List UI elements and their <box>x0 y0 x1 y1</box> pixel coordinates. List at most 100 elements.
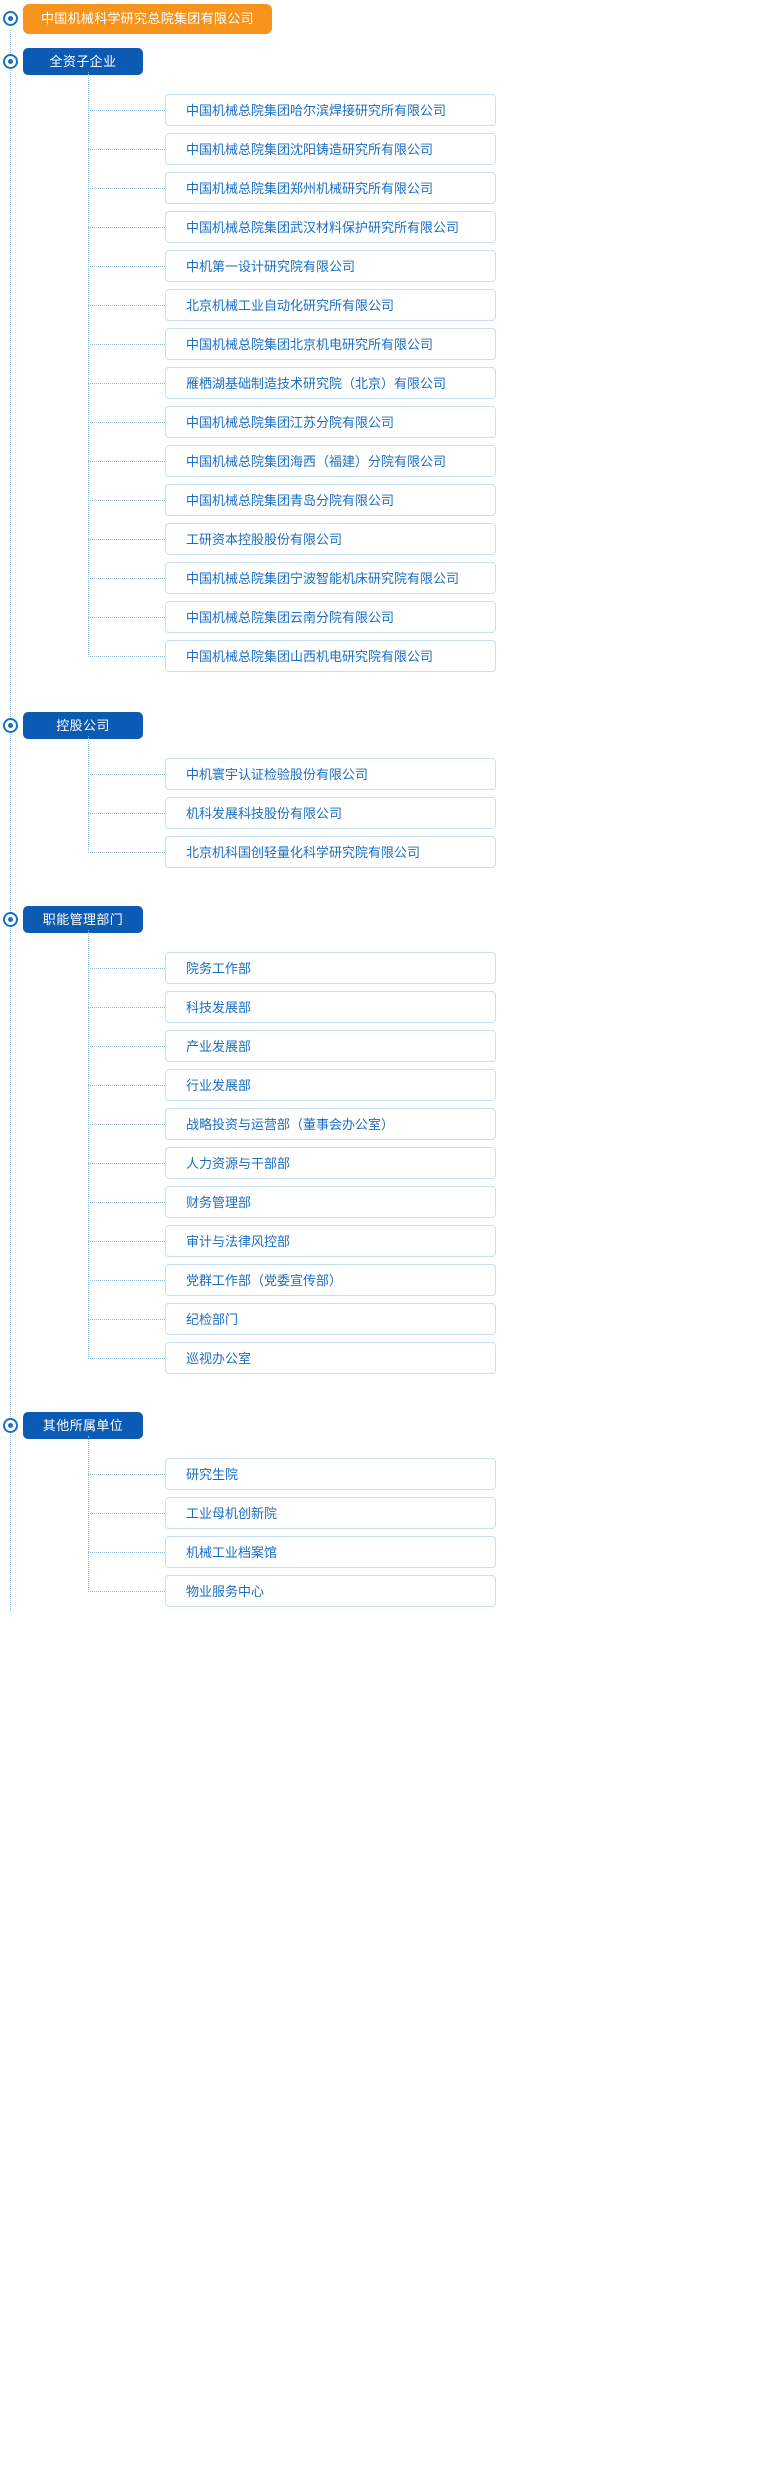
org-group-0: 全资子企业 中国机械总院集团哈尔滨焊接研究所有限公司 中国机械总院集团沈阳铸造研… <box>0 48 779 676</box>
org-group-head: 职能管理部门 <box>0 906 779 944</box>
org-child-row: 北京机械工业自动化研究所有限公司 <box>0 286 779 325</box>
org-category-node-2[interactable]: 职能管理部门 <box>23 906 143 933</box>
org-branch-connector <box>88 72 89 657</box>
org-child-card-3-0[interactable]: 研究生院 <box>165 1458 496 1490</box>
org-child-card-2-3[interactable]: 行业发展部 <box>165 1069 496 1101</box>
org-child-label: 中机寰宇认证检验股份有限公司 <box>186 767 369 782</box>
org-child-card-3-3[interactable]: 物业服务中心 <box>165 1575 496 1607</box>
org-child-card-2-10[interactable]: 巡视办公室 <box>165 1342 496 1374</box>
org-child-label: 中国机械总院集团郑州机械研究所有限公司 <box>186 181 434 196</box>
org-category-label: 职能管理部门 <box>42 912 124 927</box>
org-leader-connector <box>88 305 165 306</box>
org-leader-connector <box>88 227 165 228</box>
org-leader-connector <box>88 539 165 540</box>
org-leader-connector <box>88 1513 165 1514</box>
org-child-card-2-8[interactable]: 党群工作部（党委宣传部） <box>165 1264 496 1296</box>
org-leader-connector <box>88 266 165 267</box>
org-child-card-0-6[interactable]: 中国机械总院集团北京机电研究所有限公司 <box>165 328 496 360</box>
spine-marker-icon <box>3 912 18 927</box>
org-child-label: 中机第一设计研究院有限公司 <box>186 259 356 274</box>
org-child-label: 人力资源与干部部 <box>186 1156 291 1171</box>
org-leader-connector <box>88 1591 165 1592</box>
org-child-card-3-1[interactable]: 工业母机创新院 <box>165 1497 496 1529</box>
org-child-card-2-0[interactable]: 院务工作部 <box>165 952 496 984</box>
org-child-row: 中国机械总院集团山西机电研究院有限公司 <box>0 637 779 676</box>
org-child-row: 中国机械总院集团哈尔滨焊接研究所有限公司 <box>0 91 779 130</box>
org-child-card-2-9[interactable]: 纪检部门 <box>165 1303 496 1335</box>
org-child-card-0-12[interactable]: 中国机械总院集团宁波智能机床研究院有限公司 <box>165 562 496 594</box>
org-leader-connector <box>88 1046 165 1047</box>
org-child-row: 中国机械总院集团北京机电研究所有限公司 <box>0 325 779 364</box>
org-child-card-2-7[interactable]: 审计与法律风控部 <box>165 1225 496 1257</box>
org-child-card-0-13[interactable]: 中国机械总院集团云南分院有限公司 <box>165 601 496 633</box>
org-child-card-2-1[interactable]: 科技发展部 <box>165 991 496 1023</box>
org-child-label: 北京机科国创轻量化科学研究院有限公司 <box>186 845 421 860</box>
org-child-card-2-6[interactable]: 财务管理部 <box>165 1186 496 1218</box>
org-branch-connector <box>88 1436 89 1592</box>
org-child-card-0-3[interactable]: 中国机械总院集团武汉材料保护研究所有限公司 <box>165 211 496 243</box>
org-leader-connector <box>88 344 165 345</box>
org-child-card-0-14[interactable]: 中国机械总院集团山西机电研究院有限公司 <box>165 640 496 672</box>
org-child-row: 巡视办公室 <box>0 1339 779 1378</box>
org-child-label: 中国机械总院集团山西机电研究院有限公司 <box>186 649 434 664</box>
org-child-label: 巡视办公室 <box>186 1351 252 1366</box>
org-child-label: 纪检部门 <box>186 1312 239 1327</box>
org-child-label: 中国机械总院集团哈尔滨焊接研究所有限公司 <box>186 103 447 118</box>
org-child-label: 科技发展部 <box>186 1000 252 1015</box>
org-child-card-0-2[interactable]: 中国机械总院集团郑州机械研究所有限公司 <box>165 172 496 204</box>
org-leader-connector <box>88 1202 165 1203</box>
org-category-node-3[interactable]: 其他所属单位 <box>23 1412 143 1439</box>
org-child-row: 中国机械总院集团宁波智能机床研究院有限公司 <box>0 559 779 598</box>
org-child-label: 机械工业档案馆 <box>186 1545 278 1560</box>
org-child-row: 财务管理部 <box>0 1183 779 1222</box>
org-child-card-2-5[interactable]: 人力资源与干部部 <box>165 1147 496 1179</box>
org-child-row: 工业母机创新院 <box>0 1494 779 1533</box>
org-child-row: 北京机科国创轻量化科学研究院有限公司 <box>0 833 779 872</box>
org-child-label: 中国机械总院集团沈阳铸造研究所有限公司 <box>186 142 434 157</box>
org-child-row: 产业发展部 <box>0 1027 779 1066</box>
org-chart: 中国机械科学研究总院集团有限公司 全资子企业 中国机械总院集团哈尔滨焊接研究所有… <box>0 4 779 1611</box>
org-child-card-0-4[interactable]: 中机第一设计研究院有限公司 <box>165 250 496 282</box>
org-category-node-1[interactable]: 控股公司 <box>23 712 143 739</box>
org-group-3: 其他所属单位 研究生院 工业母机创新院 机械工业档案馆 物业服务中心 <box>0 1412 779 1611</box>
org-child-card-2-4[interactable]: 战略投资与运营部（董事会办公室） <box>165 1108 496 1140</box>
org-child-card-0-0[interactable]: 中国机械总院集团哈尔滨焊接研究所有限公司 <box>165 94 496 126</box>
org-chart-spine <box>10 30 11 1611</box>
org-leader-connector <box>88 1474 165 1475</box>
org-child-card-1-0[interactable]: 中机寰宇认证检验股份有限公司 <box>165 758 496 790</box>
root-node-label: 中国机械科学研究总院集团有限公司 <box>41 11 254 26</box>
org-child-label: 中国机械总院集团青岛分院有限公司 <box>186 493 395 508</box>
org-leader-connector <box>88 1163 165 1164</box>
org-child-label: 审计与法律风控部 <box>186 1234 291 1249</box>
org-child-row: 中国机械总院集团青岛分院有限公司 <box>0 481 779 520</box>
org-child-card-0-10[interactable]: 中国机械总院集团青岛分院有限公司 <box>165 484 496 516</box>
org-category-node-0[interactable]: 全资子企业 <box>23 48 143 75</box>
org-branch-connector <box>88 736 89 853</box>
org-child-card-1-1[interactable]: 机科发展科技股份有限公司 <box>165 797 496 829</box>
org-group-head: 全资子企业 <box>0 48 779 86</box>
org-child-card-1-2[interactable]: 北京机科国创轻量化科学研究院有限公司 <box>165 836 496 868</box>
root-node[interactable]: 中国机械科学研究总院集团有限公司 <box>23 4 272 34</box>
org-group-head: 其他所属单位 <box>0 1412 779 1450</box>
org-child-card-0-8[interactable]: 中国机械总院集团江苏分院有限公司 <box>165 406 496 438</box>
org-child-card-0-7[interactable]: 雁栖湖基础制造技术研究院（北京）有限公司 <box>165 367 496 399</box>
org-child-card-0-11[interactable]: 工研资本控股股份有限公司 <box>165 523 496 555</box>
org-child-card-0-1[interactable]: 中国机械总院集团沈阳铸造研究所有限公司 <box>165 133 496 165</box>
org-child-card-0-5[interactable]: 北京机械工业自动化研究所有限公司 <box>165 289 496 321</box>
org-child-card-2-2[interactable]: 产业发展部 <box>165 1030 496 1062</box>
org-leader-connector <box>88 149 165 150</box>
org-child-row: 党群工作部（党委宣传部） <box>0 1261 779 1300</box>
org-child-row: 机科发展科技股份有限公司 <box>0 794 779 833</box>
org-leader-connector <box>88 813 165 814</box>
org-child-row: 院务工作部 <box>0 949 779 988</box>
org-child-row: 工研资本控股股份有限公司 <box>0 520 779 559</box>
org-child-card-0-9[interactable]: 中国机械总院集团海西（福建）分院有限公司 <box>165 445 496 477</box>
org-child-row: 雁栖湖基础制造技术研究院（北京）有限公司 <box>0 364 779 403</box>
org-child-card-3-2[interactable]: 机械工业档案馆 <box>165 1536 496 1568</box>
org-child-row: 中国机械总院集团沈阳铸造研究所有限公司 <box>0 130 779 169</box>
root-node-row: 中国机械科学研究总院集团有限公司 <box>0 4 779 38</box>
spine-marker-icon <box>3 1418 18 1433</box>
spine-marker-icon <box>3 718 18 733</box>
org-leader-connector <box>88 774 165 775</box>
org-children: 中机寰宇认证检验股份有限公司 机科发展科技股份有限公司 北京机科国创轻量化科学研… <box>0 736 779 872</box>
